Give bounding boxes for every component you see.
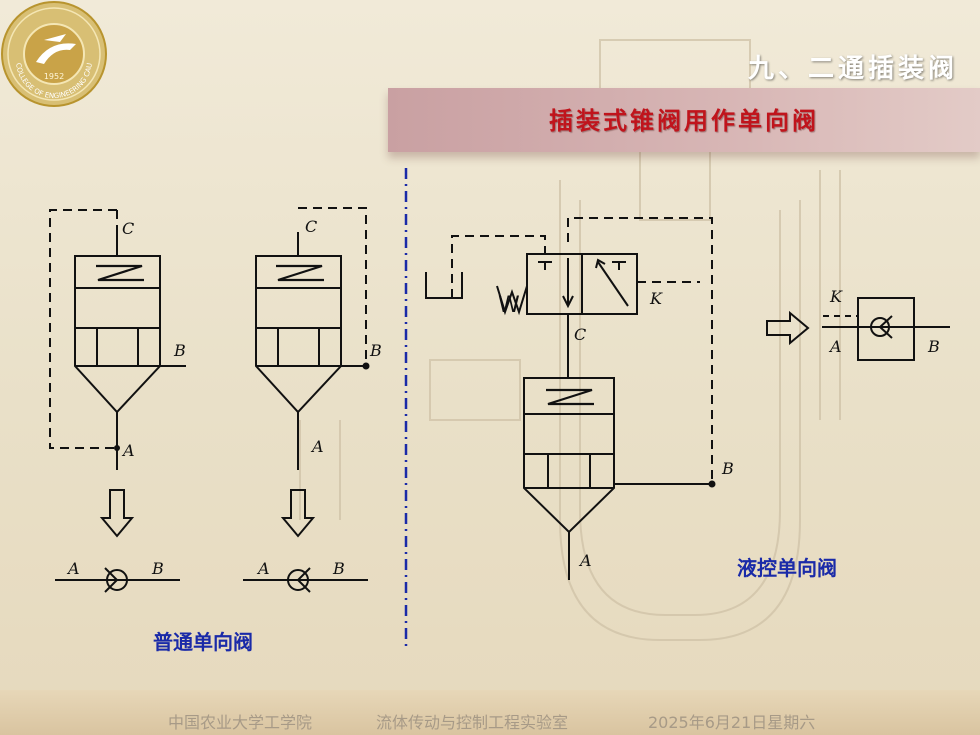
symbol-label-a: A (66, 559, 80, 578)
port-label-c: C (305, 217, 317, 236)
port-label-b: B (721, 459, 734, 478)
port-label-c: C (122, 219, 134, 238)
cartridge-valve-1 (49, 209, 186, 470)
footer-org: 中国农业大学工学院 (168, 713, 313, 732)
caption-ordinary-check-valve: 普通单向阀 (153, 630, 253, 654)
footer-date: 2025年6月21日星期六 (648, 713, 816, 732)
pilot-check-valve-symbol (822, 297, 950, 361)
symbol-label-a: A (256, 559, 270, 578)
symbol-label-b: B (151, 559, 164, 578)
cartridge-valve-2 (255, 207, 367, 470)
symbol-label-b: B (927, 337, 940, 356)
footer-band (0, 690, 980, 735)
port-label-a: A (310, 437, 324, 456)
symbol-label-b: B (332, 559, 345, 578)
port-label-a: A (578, 551, 592, 570)
subtitle-banner (388, 88, 980, 152)
symbol-label-k: K (829, 287, 843, 306)
down-arrow-icon (99, 489, 135, 538)
slide-subtitle: 插装式锥阀用作单向阀 (549, 106, 819, 135)
right-arrow-icon (766, 310, 810, 346)
port-label-c: C (574, 325, 586, 344)
check-valve-symbol-1 (55, 567, 180, 593)
cartridge-valve-3 (425, 217, 713, 580)
symbol-label-a: A (828, 337, 842, 356)
check-valve-symbol-2 (243, 567, 368, 593)
port-label-b: B (173, 341, 186, 360)
college-logo: 1952 COLLEGE OF ENGINEERING CAU (1, 1, 107, 107)
spring-label-w: W (498, 293, 520, 318)
footer-lab: 流体传动与控制工程实验室 (376, 713, 569, 732)
down-arrow-icon (280, 489, 316, 538)
section-title: 九、二通插装阀 (747, 54, 958, 84)
caption-pilot-check-valve: 液控单向阀 (737, 556, 837, 580)
port-label-a: A (121, 441, 135, 460)
logo-year: 1952 (44, 72, 64, 81)
port-label-k: K (649, 289, 663, 308)
port-label-b: B (369, 341, 382, 360)
